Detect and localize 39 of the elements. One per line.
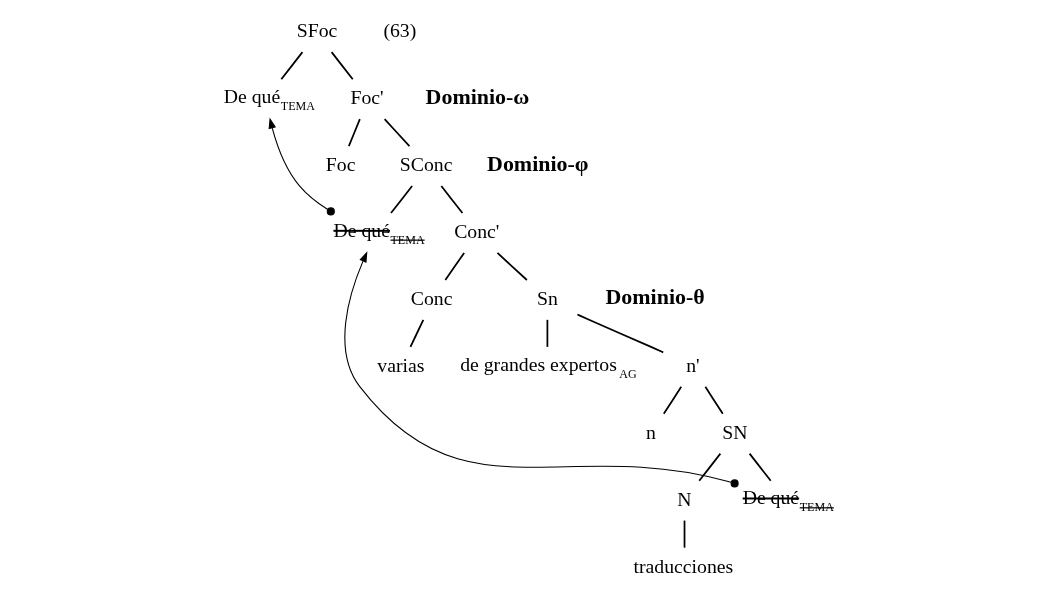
node-text: Foc' bbox=[349, 86, 384, 109]
label: Dominio-ω bbox=[425, 83, 529, 109]
connector bbox=[439, 185, 463, 214]
connector bbox=[662, 385, 682, 415]
connector bbox=[389, 185, 413, 214]
connector bbox=[443, 252, 465, 281]
node-text: SConc bbox=[399, 152, 452, 175]
node-text: N bbox=[676, 487, 692, 510]
connector bbox=[546, 318, 548, 348]
node-text: traducciones bbox=[633, 554, 733, 577]
connector bbox=[383, 118, 410, 148]
arrow bbox=[268, 117, 335, 216]
node-text: SFoc bbox=[296, 19, 337, 42]
node-text: Conc bbox=[410, 286, 452, 309]
label: Dominio-θ bbox=[605, 284, 705, 310]
connector bbox=[703, 385, 724, 415]
node-text: de grandes expertos$_{AG}$ bbox=[459, 352, 637, 381]
connector bbox=[279, 51, 303, 81]
node-text: De qué$_{TEMA}$ bbox=[332, 218, 425, 247]
node-text: varias bbox=[376, 353, 424, 376]
node-text: n bbox=[645, 420, 656, 443]
connector bbox=[409, 318, 424, 348]
node-text: Sn bbox=[536, 286, 558, 309]
arrow bbox=[343, 251, 739, 488]
connector bbox=[683, 519, 685, 549]
connector bbox=[496, 252, 528, 281]
node-text: De qué$_{TEMA}$ bbox=[223, 84, 315, 113]
connector bbox=[748, 452, 772, 482]
connector bbox=[576, 313, 664, 354]
connector bbox=[347, 118, 361, 148]
label: Dominio-φ bbox=[486, 150, 589, 176]
node-text: De qué$_{TEMA}$ bbox=[742, 486, 834, 515]
connector bbox=[697, 452, 721, 482]
label: (63) bbox=[382, 19, 416, 42]
node-text: SN bbox=[721, 420, 748, 443]
node-text: Conc' bbox=[453, 219, 499, 242]
connector bbox=[330, 51, 354, 81]
node-text: Foc bbox=[325, 152, 355, 175]
node-text: n' bbox=[685, 353, 700, 376]
